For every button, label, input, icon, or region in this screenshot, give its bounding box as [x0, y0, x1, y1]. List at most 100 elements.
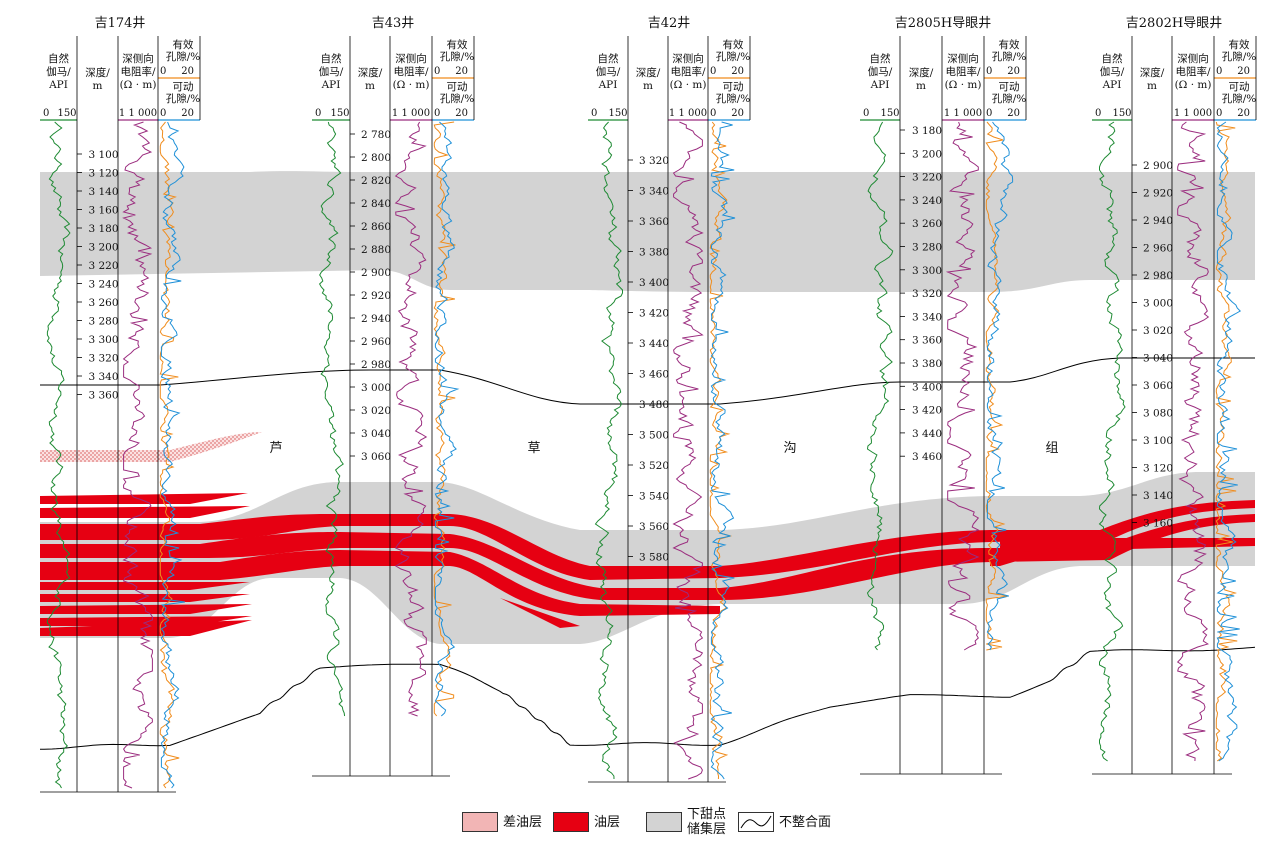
movable-porosity-header: 孔隙/% — [716, 92, 751, 105]
reservoir-band-upper — [40, 171, 1255, 292]
resistivity-curve — [672, 121, 704, 780]
effective-porosity-header: 有效 — [447, 38, 468, 51]
resistivity-curve — [394, 121, 428, 717]
resistivity-header: (Ω · m) — [120, 79, 157, 91]
gamma-ray-curve — [1098, 121, 1126, 762]
depth-tick-label: 2 960 — [361, 336, 391, 348]
gamma-header: 伽马/ — [868, 65, 893, 78]
depth-tick-label: 3 100 — [88, 149, 118, 161]
formation-label: 组 — [1045, 441, 1058, 456]
resistivity-header: 深侧向 — [1177, 52, 1209, 65]
effective-porosity-header: 孔隙/% — [440, 50, 475, 63]
depth-tick-label: 3 180 — [88, 223, 118, 235]
porosity-scale-min: 0 — [160, 66, 166, 77]
depth-tick-label: 3 340 — [912, 311, 942, 323]
effective-porosity-header: 有效 — [1229, 38, 1251, 51]
gamma-scale-min: 0 — [1095, 108, 1101, 119]
porosity-scale-min: 0 — [986, 66, 992, 77]
resistivity-header: 电阻率/ — [120, 65, 155, 78]
depth-tick-label: 3 220 — [912, 172, 942, 184]
gamma-scale-max: 150 — [608, 108, 627, 119]
gamma-header: API — [1102, 79, 1122, 91]
gamma-header: 自然 — [870, 52, 891, 65]
well-name: 吉2802H导眼井 — [1126, 16, 1222, 31]
depth-tick-label: 3 120 — [88, 168, 118, 180]
depth-tick-label: 3 340 — [88, 371, 118, 383]
gamma-header: 伽马/ — [1100, 65, 1125, 78]
legend-oil-swatch — [553, 812, 589, 832]
gamma-header: 伽马/ — [596, 65, 621, 78]
gamma-header: API — [870, 79, 890, 91]
effective-porosity-header: 有效 — [999, 38, 1020, 51]
oil-layer — [40, 514, 1255, 600]
depth-tick-label: 3 080 — [1143, 408, 1173, 420]
gamma-header: 自然 — [1102, 52, 1124, 65]
well-name: 吉174井 — [95, 16, 146, 31]
movable-porosity-header: 可动 — [1229, 81, 1250, 93]
depth-tick-label: 3 300 — [88, 334, 118, 346]
gamma-header: 自然 — [598, 52, 619, 65]
formation-label: 芦 — [269, 441, 282, 456]
depth-tick-label: 3 120 — [1143, 463, 1173, 475]
legend-unconformity-swatch — [738, 812, 774, 832]
movable-porosity-header: 可动 — [173, 81, 194, 93]
depth-tick-label: 3 140 — [88, 186, 118, 198]
gamma-header: API — [321, 79, 341, 91]
legend-unconformity: 不整合面 — [738, 807, 831, 837]
gamma-scale-min: 0 — [863, 108, 869, 119]
oil-layer — [40, 550, 720, 616]
depth-tick-label: 3 580 — [639, 552, 669, 564]
effective-porosity-curve — [985, 121, 1008, 651]
movable-porosity-header: 孔隙/% — [1222, 92, 1257, 105]
depth-tick-label: 2 940 — [1143, 215, 1173, 227]
porosity-scale-max: 20 — [1237, 108, 1250, 119]
porosity-scale-min: 0 — [434, 66, 440, 77]
depth-tick-label: 3 420 — [639, 308, 669, 320]
gamma-scale-min: 0 — [591, 108, 597, 119]
depth-tick-label: 3 400 — [912, 381, 942, 393]
porosity-scale-max: 20 — [1237, 66, 1250, 77]
gamma-header: API — [598, 79, 618, 91]
depth-tick-label: 3 260 — [912, 218, 942, 230]
depth-tick-label: 3 020 — [361, 405, 391, 417]
depth-tick-label: 3 480 — [639, 399, 669, 411]
formation-label: 草 — [527, 441, 540, 456]
resistivity-header: (Ω · m) — [1175, 79, 1212, 91]
movable-porosity-header: 孔隙/% — [992, 92, 1027, 105]
effective-porosity-curve — [1215, 121, 1238, 762]
depth-tick-label: 2 920 — [361, 290, 391, 302]
gamma-ray-curve — [46, 121, 71, 789]
depth-tick-label: 3 460 — [912, 451, 942, 463]
porosity-scale-max: 20 — [731, 108, 744, 119]
depth-tick-label: 2 960 — [1143, 243, 1173, 255]
unconformity-swatch-icon — [740, 815, 772, 829]
gamma-ray-curve — [866, 121, 894, 651]
formation-boundary — [40, 357, 1255, 405]
gamma-header: 伽马/ — [319, 65, 344, 78]
depth-tick-label: 2 860 — [361, 221, 391, 233]
gamma-scale-max: 150 — [880, 108, 899, 119]
porosity-scale-max: 20 — [1007, 66, 1020, 77]
depth-tick-label: 2 980 — [361, 359, 391, 371]
oil-layer — [40, 493, 248, 504]
resistivity-header: 电阻率/ — [1175, 65, 1210, 78]
depth-tick-label: 2 940 — [361, 313, 391, 325]
resistivity-header: 电阻率/ — [393, 65, 428, 78]
depth-tick-label: 3 000 — [1143, 298, 1173, 310]
resistivity-scale: 1 1 000 — [119, 108, 157, 119]
gamma-header: 伽马/ — [46, 65, 71, 78]
depth-tick-label: 3 420 — [912, 405, 942, 417]
movable-porosity-curve — [986, 121, 1014, 651]
legend-poor-oil-label: 差油层 — [503, 814, 543, 830]
resistivity-curve — [1176, 121, 1210, 762]
porosity-scale-min: 0 — [434, 108, 440, 119]
oil-layer — [40, 620, 252, 636]
depth-header: 深度/ — [909, 66, 934, 79]
unconformity-line — [40, 646, 1256, 750]
effective-porosity-header: 有效 — [173, 38, 194, 51]
depth-tick-label: 3 300 — [912, 265, 942, 277]
porosity-scale-min: 0 — [710, 66, 716, 77]
effective-porosity-header: 有效 — [723, 38, 744, 51]
